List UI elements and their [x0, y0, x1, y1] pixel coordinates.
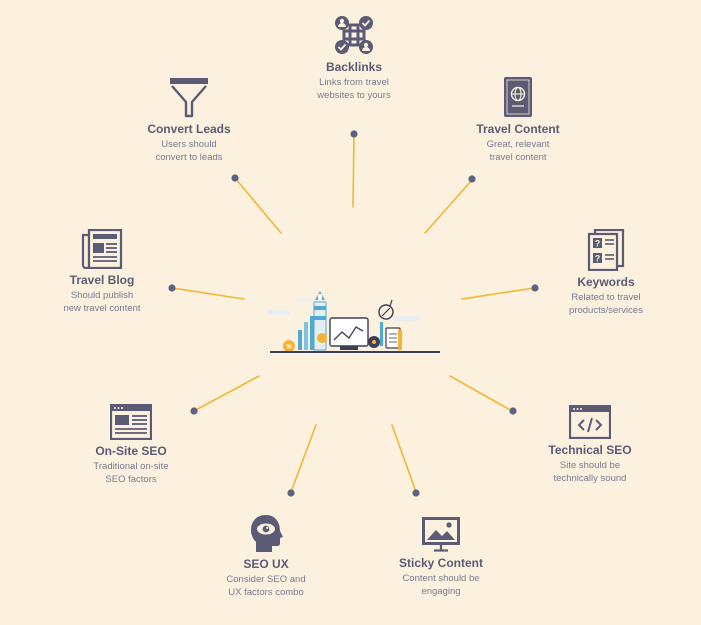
chain-link-people-icon [335, 16, 373, 54]
dot-backlinks [350, 130, 358, 138]
node-title: Backlinks [325, 60, 383, 74]
connector-travel-blog [171, 287, 245, 300]
funnel-icon [170, 78, 208, 118]
presentation-monitor-icon [422, 517, 460, 552]
dot-travel-content [468, 175, 476, 183]
svg-text:?: ? [595, 239, 601, 249]
passport-icon [504, 77, 532, 117]
dot-sticky-content [412, 489, 420, 497]
center-analytics-illustration: % [268, 291, 440, 353]
question-cards-icon: ? ? [587, 229, 625, 271]
head-eye-icon [251, 515, 283, 552]
dot-seo-ux [287, 489, 295, 497]
dot-travel-blog [168, 284, 176, 292]
dot-on-site-seo [190, 407, 198, 415]
node-title: Keywords [577, 275, 635, 289]
newspaper-icon [81, 229, 123, 269]
node-title: SEO UX [243, 557, 289, 571]
dot-convert-leads [231, 174, 239, 182]
connector-on-site-seo [193, 375, 260, 412]
dot-technical-seo [509, 407, 517, 415]
connector-backlinks [352, 134, 355, 208]
connector-sticky-content [391, 424, 417, 493]
connector-technical-seo [449, 375, 513, 412]
node-title: Travel Content [476, 122, 560, 136]
node-title: On-Site SEO [95, 444, 167, 458]
node-title: Convert Leads [147, 122, 231, 136]
dot-keywords [531, 284, 539, 292]
code-window-icon [569, 405, 611, 439]
svg-text:%: % [286, 345, 292, 351]
node-title: Travel Blog [69, 273, 135, 287]
node-title: Technical SEO [548, 443, 632, 457]
connector-travel-content [424, 179, 473, 234]
connector-keywords [461, 287, 535, 300]
svg-text:?: ? [595, 254, 601, 264]
connector-seo-ux [290, 424, 317, 493]
node-title: Sticky Content [398, 556, 483, 570]
browser-layout-icon [110, 404, 152, 440]
connector-convert-leads [234, 177, 282, 234]
